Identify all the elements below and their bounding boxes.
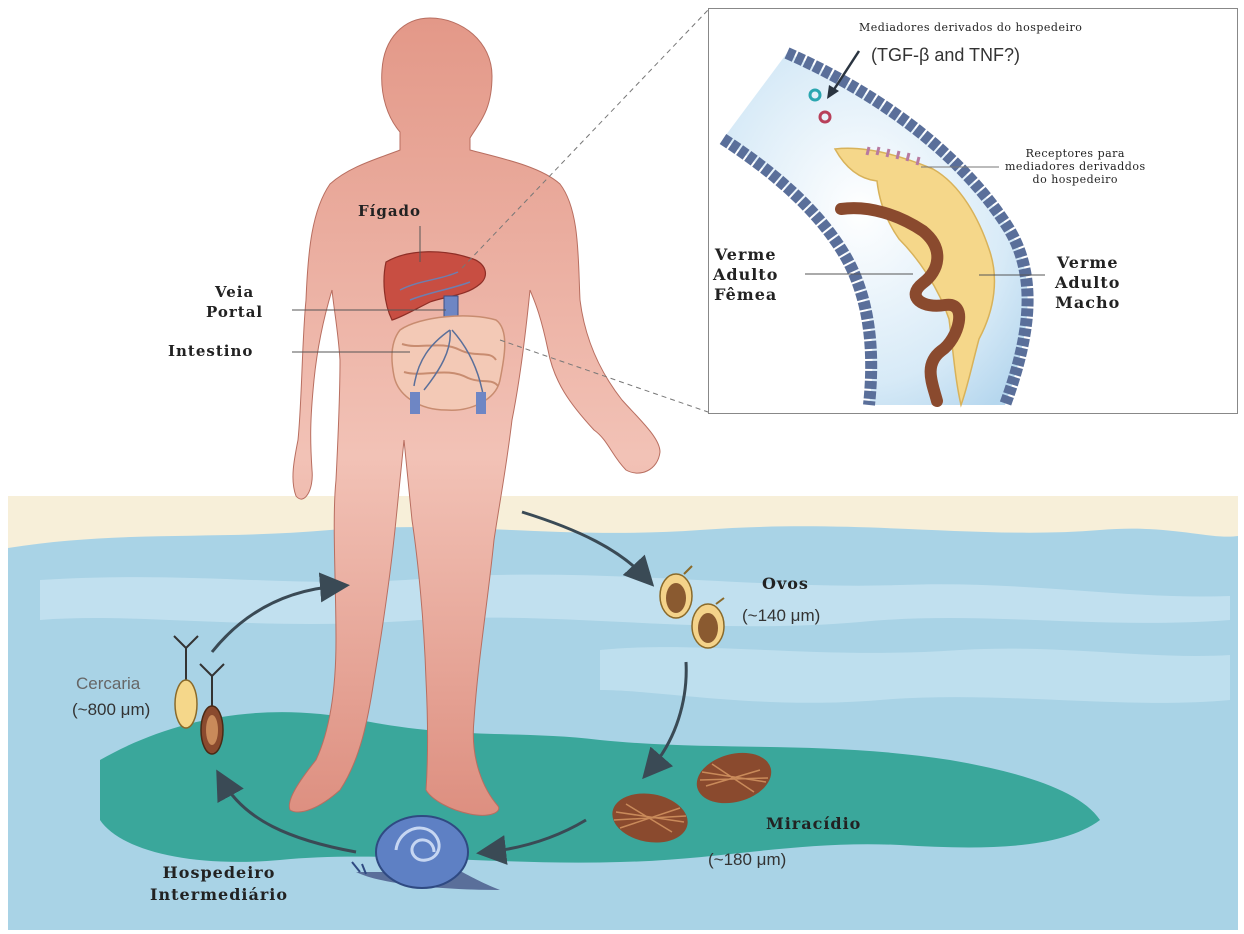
zoom-line-top [462, 10, 708, 268]
blood-vessel-illustration [709, 9, 1237, 413]
iliac-vessel-left [410, 392, 420, 414]
iliac-vessel-right [476, 392, 486, 414]
water-shallow-patch [600, 647, 1230, 703]
intestine-label: Intestino [168, 342, 253, 360]
cercaria-label: Cercaria [76, 674, 140, 694]
cercaria-size-label: (~800 μm) [72, 700, 150, 720]
intermediate-host-label: Hospedeiro Intermediário [150, 862, 288, 906]
miracidium-label: Miracídio [766, 814, 861, 833]
portal-vein-label: Veia Portal [206, 282, 263, 322]
eggs-label: Ovos [762, 574, 809, 593]
intestine [392, 316, 505, 410]
receptors-label: Receptores para mediadores derivaddos do… [1005, 147, 1146, 186]
liver-label: Fígado [358, 202, 421, 220]
male-worm-label: Verme Adulto Macho [1055, 253, 1120, 313]
eggs-size-label: (~140 μm) [742, 606, 820, 626]
miracidium-size-label: (~180 μm) [708, 850, 786, 870]
mediator-names-label: (TGF-β and TNF?) [871, 45, 1020, 66]
host-mediators-label: Mediadores derivados do hospedeiro [859, 21, 1082, 34]
female-worm-label: Verme Adulto Fêmea [713, 245, 778, 305]
inset-panel: Mediadores derivados do hospedeiro (TGF-… [708, 8, 1238, 414]
